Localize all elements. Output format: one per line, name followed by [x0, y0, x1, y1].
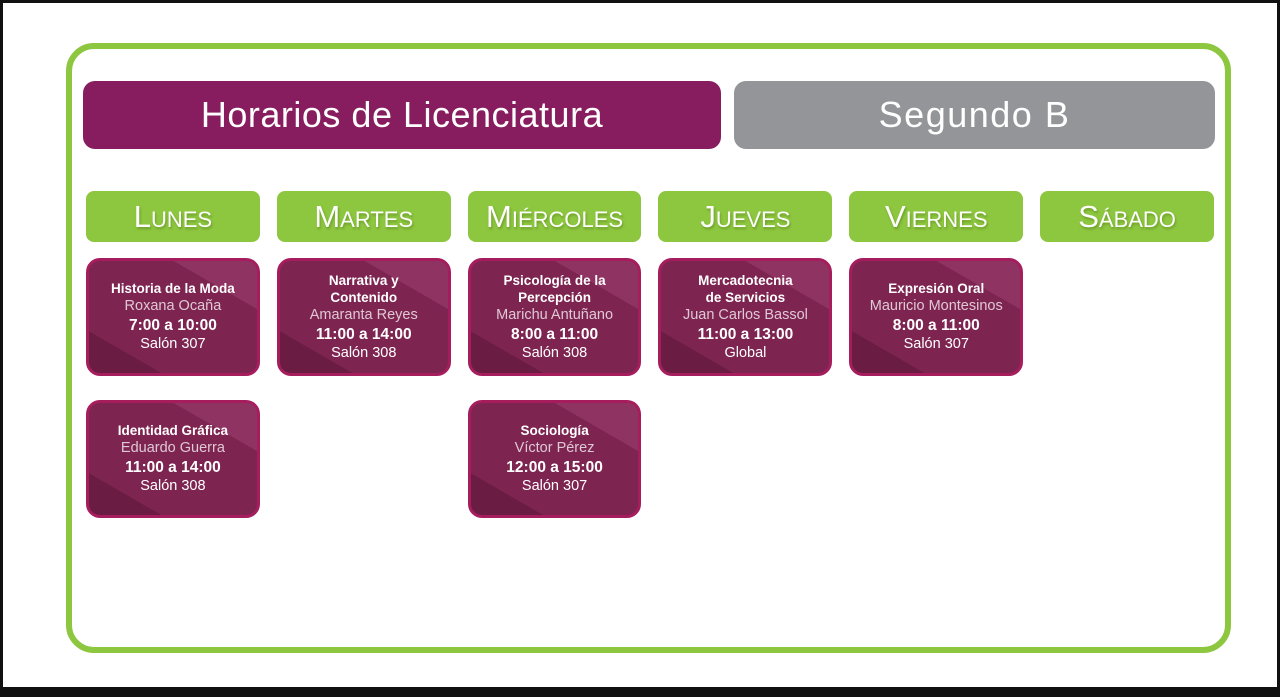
class-teacher: Mauricio Montesinos	[869, 298, 1003, 314]
class-room: Salón 307	[903, 336, 969, 352]
class-time: 12:00 a 15:00	[506, 459, 603, 476]
class-time: 11:00 a 14:00	[125, 459, 221, 476]
day-label: Miércoles	[486, 198, 624, 234]
class-teacher: Roxana Ocaña	[124, 298, 222, 314]
class-subject: Psicología de la Percepción	[503, 272, 606, 305]
class-teacher: Marichu Antuñano	[496, 306, 614, 323]
day-header-miercoles: Miércoles	[467, 191, 642, 242]
day-column-sabado: Sábado	[1040, 191, 1214, 518]
day-header-martes: Martes	[276, 191, 451, 242]
day-column-jueves: Jueves Mercadotecnia de Servicios Juan C…	[658, 191, 833, 518]
class-card: Psicología de la Percepción Marichu Antu…	[467, 258, 642, 376]
class-room: Salón 308	[331, 344, 397, 361]
class-subject: Identidad Gráfica	[117, 423, 229, 438]
day-cards: Expresión Oral Mauricio Montesinos 8:00 …	[849, 258, 1024, 376]
class-room: Salón 307	[521, 478, 588, 494]
class-subject: Historia de la Moda	[111, 281, 235, 296]
class-time: 11:00 a 13:00	[697, 325, 794, 343]
class-time: 11:00 a 14:00	[315, 325, 412, 343]
class-room: Salón 308	[521, 344, 588, 361]
class-teacher: Víctor Pérez	[514, 440, 595, 456]
day-cards: Mercadotecnia de Servicios Juan Carlos B…	[658, 258, 833, 376]
page-background: Horarios de Licenciatura Segundo B Lunes…	[3, 3, 1277, 687]
day-header-viernes: Viernes	[849, 191, 1024, 242]
day-column-lunes: Lunes Historia de la Moda Roxana Ocaña 7…	[86, 191, 260, 518]
class-time: 7:00 a 10:00	[128, 317, 217, 334]
day-label: Martes	[314, 198, 414, 234]
class-teacher: Eduardo Guerra	[120, 440, 225, 456]
class-teacher: Amaranta Reyes	[309, 306, 418, 323]
day-cards: Psicología de la Percepción Marichu Antu…	[467, 258, 642, 518]
class-room: Global	[724, 344, 767, 361]
day-cards: Historia de la Moda Roxana Ocaña 7:00 a …	[86, 258, 260, 518]
day-label: Jueves	[700, 198, 791, 234]
day-column-martes: Martes Narrativa y Contenido Amaranta Re…	[276, 191, 451, 518]
day-column-viernes: Viernes Expresión Oral Mauricio Montesin…	[849, 191, 1024, 518]
schedule-grid: Lunes Historia de la Moda Roxana Ocaña 7…	[86, 191, 1214, 518]
day-header-sabado: Sábado	[1040, 191, 1214, 242]
class-subject: Expresión Oral	[888, 281, 985, 296]
class-room: Salón 308	[140, 478, 206, 494]
class-room: Salón 307	[140, 336, 206, 352]
day-header-lunes: Lunes	[86, 191, 260, 242]
class-card: Sociología Víctor Pérez 12:00 a 15:00 Sa…	[467, 400, 642, 518]
day-label: Sábado	[1078, 198, 1176, 234]
page-title-label: Horarios de Licenciatura	[200, 94, 604, 135]
class-card: Mercadotecnia de Servicios Juan Carlos B…	[658, 258, 833, 376]
class-time: 8:00 a 11:00	[892, 317, 980, 334]
class-subject: Mercadotecnia de Servicios	[698, 272, 793, 305]
class-card: Identidad Gráfica Eduardo Guerra 11:00 a…	[86, 400, 260, 518]
day-column-miercoles: Miércoles Psicología de la Percepción Ma…	[467, 191, 642, 518]
class-card: Historia de la Moda Roxana Ocaña 7:00 a …	[86, 258, 260, 376]
group-badge: Segundo B	[734, 81, 1215, 149]
day-cards: Narrativa y Contenido Amaranta Reyes 11:…	[276, 258, 451, 376]
day-header-jueves: Jueves	[658, 191, 833, 242]
class-teacher: Juan Carlos Bassol	[682, 306, 808, 323]
class-subject: Narrativa y Contenido	[328, 272, 399, 305]
day-label: Viernes	[884, 198, 988, 234]
page-title: Horarios de Licenciatura	[83, 81, 721, 149]
group-badge-label: Segundo B	[878, 94, 1071, 135]
class-card: Narrativa y Contenido Amaranta Reyes 11:…	[276, 258, 451, 376]
day-label: Lunes	[133, 198, 213, 234]
class-time: 8:00 a 11:00	[511, 325, 599, 343]
class-card: Expresión Oral Mauricio Montesinos 8:00 …	[849, 258, 1024, 376]
class-subject: Sociología	[520, 423, 589, 438]
